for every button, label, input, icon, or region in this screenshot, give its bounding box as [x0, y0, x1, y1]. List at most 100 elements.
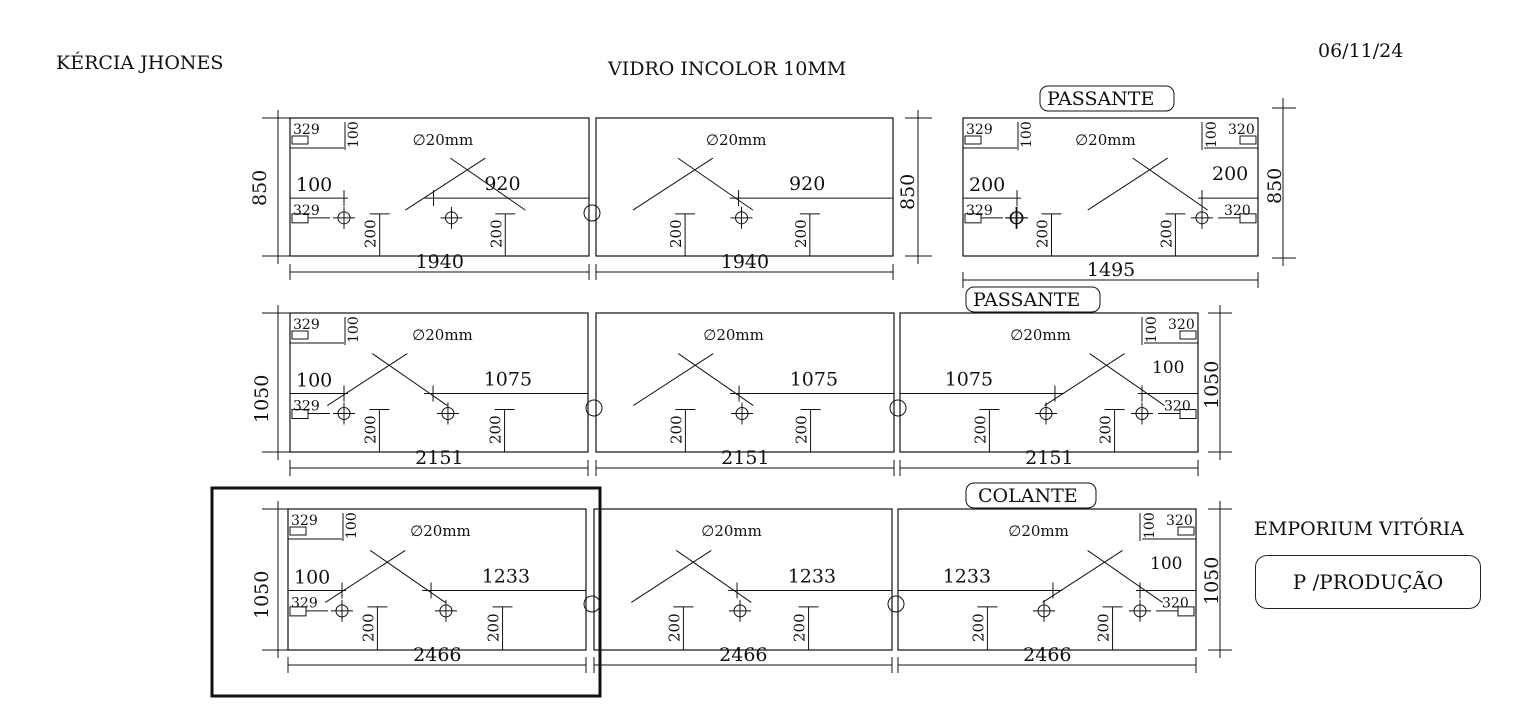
row0-panel0-dim-width: 1940 — [416, 251, 464, 273]
row1-panel2-glass — [899, 312, 1199, 453]
row1-panel1-glass — [595, 312, 895, 453]
row1-panel0-swing-b — [371, 353, 448, 406]
row2-panel0-hole-label: ∅20mm — [410, 522, 471, 540]
row1-panel0-hole-label: ∅20mm — [412, 326, 473, 344]
row2-panel1-hole-label: ∅20mm — [701, 522, 762, 540]
row0-panel3-dim-320-top: 320 — [1228, 122, 1255, 138]
row2-panel2-dim-320-top: 320 — [1166, 513, 1193, 529]
row2-height: 1050 — [251, 571, 273, 619]
row0-panel2-glass — [962, 117, 1259, 257]
row1-panel0-glass — [289, 312, 589, 453]
row1-panel0-dim-329-top: 329 — [293, 317, 320, 333]
row2-panel2-hole-label: ∅20mm — [1008, 522, 1069, 540]
row2-panel0-dim-100-top: 100 — [344, 512, 360, 539]
row1-connector-a-icon — [585, 399, 603, 417]
row0-panel2-dim-edge: 200 — [969, 174, 1005, 196]
row1-panel2-dim-width: 2151 — [1025, 447, 1073, 469]
row2-panel2-swing-a — [1042, 550, 1123, 603]
row0-panel2-dim-100-top: 100 — [1019, 121, 1035, 148]
row1-connector-b-icon — [889, 399, 907, 417]
row0-panel0-glass — [289, 117, 590, 257]
row0-panel2-dim-200-b-label: 200 — [1157, 219, 1175, 248]
row2-panel0-swing-b — [369, 550, 446, 603]
row0-height: 850 — [249, 170, 271, 206]
company-label: EMPORIUM VITÓRIA — [1254, 518, 1465, 540]
row2-panel1-dim-width: 2466 — [719, 644, 767, 666]
row0-panel1-hole-label: ∅20mm — [706, 131, 767, 149]
row1-panel2-dim-320-bot: 320 — [1164, 399, 1191, 415]
row1-panel2-dim-320-top: 320 — [1168, 317, 1195, 333]
row2-panel0-hinge-top-icon — [289, 526, 307, 536]
row2-panel2-dim-100-top-r: 100 — [1142, 512, 1158, 539]
row1-panel0-dim-200-b-label: 200 — [487, 415, 505, 444]
production-badge: P /PRODUÇÃO — [1255, 555, 1481, 609]
row2-connector-b-icon — [887, 595, 905, 613]
drawing-title: VIDRO INCOLOR 10MM — [608, 58, 847, 80]
row1-panel2-dim-edge: 100 — [1152, 358, 1184, 378]
row1-panel0-swing-a — [327, 353, 408, 406]
row0-panel1-dim-200-b-label: 200 — [792, 219, 810, 248]
row0-tag-box — [1039, 85, 1175, 112]
drawing-date: 06/11/24 — [1318, 40, 1404, 62]
row2-panel0-glass — [287, 508, 587, 651]
row0-height-r2: 850 — [1264, 168, 1286, 204]
row0-panel2-swing-a — [1087, 157, 1168, 211]
row0-panel3-hinge-top-r-icon — [1239, 135, 1257, 145]
production-label: P /PRODUÇÃO — [1292, 570, 1444, 594]
row0-panel2-hole-label: ∅20mm — [1075, 131, 1136, 149]
row1-panel0-dim-329-bot: 329 — [293, 399, 320, 415]
row1-panel2-swing-b — [1089, 353, 1165, 406]
row1-panel1-dim-200-b-label: 200 — [793, 415, 811, 444]
row1-height-r: 1050 — [1201, 361, 1223, 409]
row2-panel2-swing-b — [1087, 550, 1163, 603]
row2-panel0-swing-a — [325, 550, 406, 603]
row2-panel0-dim-200-b-label: 200 — [485, 613, 503, 642]
row2-panel0-dim-329-bot: 329 — [291, 595, 318, 611]
row1-panel1-swing-a — [633, 353, 714, 406]
row0-panel0-dim-200-b-label: 200 — [487, 219, 505, 248]
row0-panel2-dim-329-top: 329 — [966, 122, 993, 138]
row0-panel1-dim-width: 1940 — [721, 251, 769, 273]
row2-panel0-dim-200-a-label: 200 — [359, 613, 377, 642]
row0-panel2-dim-edge-right: 200 — [1212, 163, 1248, 185]
client-name: KÉRCIA JHONES — [56, 52, 224, 74]
row2-panel1-glass — [593, 508, 893, 651]
row1-tag: PASSANTE — [973, 289, 1080, 311]
row2-panel2-hinge-top-r-icon — [1177, 526, 1195, 536]
row0-tag: PASSANTE — [1047, 88, 1154, 110]
row0-panel0-hole-label: ∅20mm — [413, 131, 474, 149]
row1-panel0-dim-width: 2151 — [415, 447, 463, 469]
row0-panel0-dim-edge: 100 — [296, 174, 332, 196]
row1-panel2-dim-100-top-r: 100 — [1144, 316, 1160, 343]
row2-panel2-dim-200-a-label: 200 — [969, 613, 987, 642]
row0-panel0-dim-200-a-label: 200 — [362, 219, 380, 248]
row1-panel0-dim-200-a-label: 200 — [361, 415, 379, 444]
row1-panel2-hinge-top-r-icon — [1179, 330, 1197, 340]
row1-panel2-hole-label: ∅20mm — [1010, 326, 1071, 344]
row2-panel1-dim-200-b-label: 200 — [791, 613, 809, 642]
row2-panel2-dim-320-bot: 320 — [1162, 595, 1189, 611]
row2-panel1-swing-a — [631, 550, 712, 603]
row0-panel1-dim-200-a-label: 200 — [667, 219, 685, 248]
row1-panel2-swing-a — [1044, 353, 1125, 406]
row0-panel1-dim-span: 920 — [789, 173, 825, 195]
row0-panel0-swing-a — [405, 157, 486, 211]
row1-panel1-swing-b — [677, 353, 754, 406]
row0-panel0-dim-100-top: 100 — [346, 121, 362, 148]
row0-panel1-swing-b — [677, 157, 754, 211]
row2-height-r: 1050 — [1201, 557, 1223, 605]
row1-panel1-hole-label: ∅20mm — [703, 326, 764, 344]
row1-panel2-dim-200-b-label: 200 — [1097, 415, 1115, 444]
row2-panel1-dim-span: 1233 — [788, 565, 836, 587]
row0-panel2-hinge-top-icon — [964, 135, 982, 145]
row2-panel1-swing-b — [675, 550, 752, 603]
row2-panel1-dim-200-a-label: 200 — [665, 613, 683, 642]
row2-panel0-dim-edge: 100 — [294, 566, 330, 588]
row1-panel1-dim-width: 2151 — [721, 447, 769, 469]
row1-panel1-dim-span: 1075 — [790, 369, 838, 391]
row0-panel2-dim-width: 1495 — [1087, 259, 1135, 281]
row1-panel1-dim-200-a-label: 200 — [667, 415, 685, 444]
row2-tag-box — [965, 482, 1097, 509]
row1-panel0-dim-edge: 100 — [296, 370, 332, 392]
